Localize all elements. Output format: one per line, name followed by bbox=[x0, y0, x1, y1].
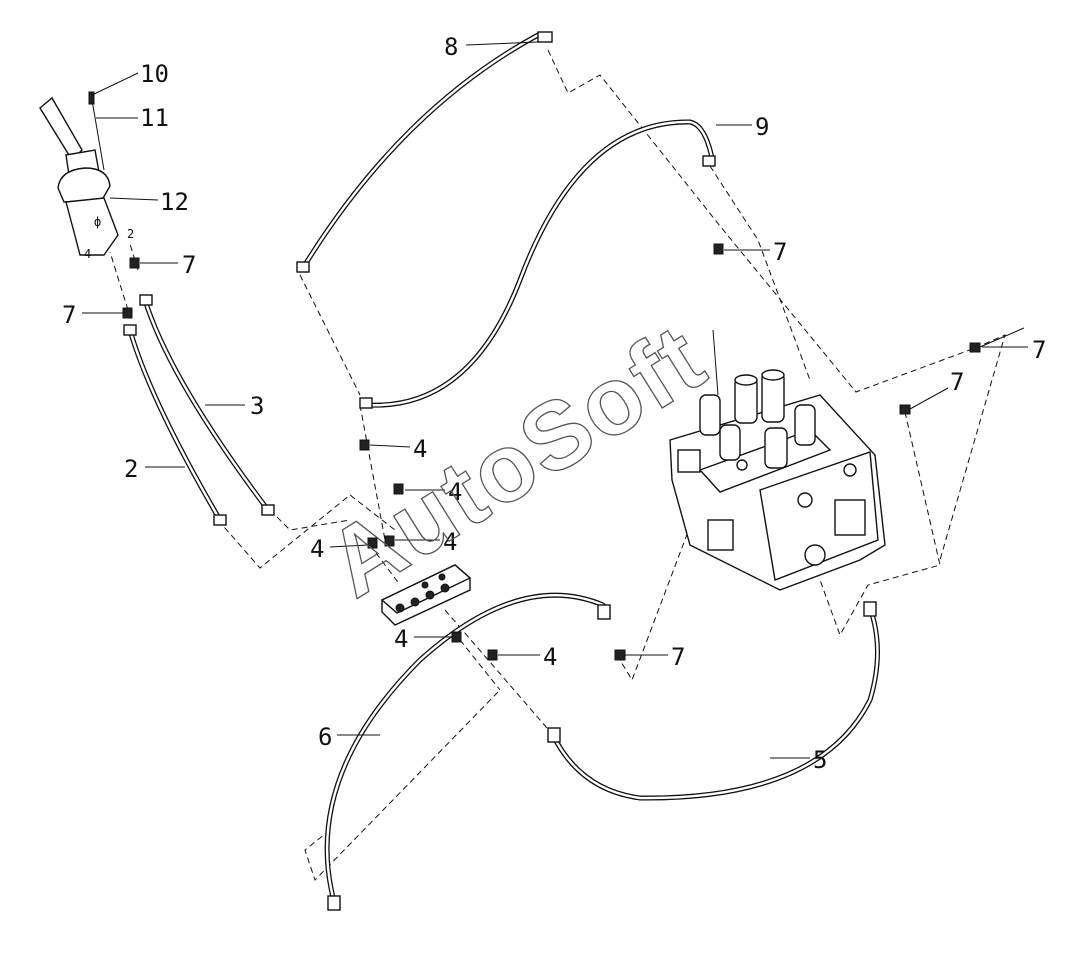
hose-2 bbox=[127, 327, 223, 523]
callout-8: 8 bbox=[444, 33, 458, 61]
callout-7-left: 7 bbox=[62, 301, 76, 329]
callout-3: 3 bbox=[250, 392, 264, 420]
leader-lines bbox=[82, 41, 1028, 759]
port-mark-4: 4 bbox=[84, 247, 91, 261]
callout-4-b: 4 bbox=[448, 478, 462, 506]
callout-4-e: 4 bbox=[394, 625, 408, 653]
hose-9 bbox=[365, 119, 715, 408]
callout-4-d: 4 bbox=[443, 528, 457, 556]
svg-text:ф: ф bbox=[94, 215, 101, 229]
joystick-assembly: ф bbox=[39, 91, 119, 256]
hose-end-fittings bbox=[123, 31, 877, 911]
callout-7-joystick: 7 bbox=[182, 251, 196, 279]
hose-8 bbox=[300, 32, 541, 271]
callout-10: 10 bbox=[140, 60, 169, 88]
hose-6 bbox=[324, 592, 606, 908]
callout-11: 11 bbox=[140, 104, 169, 132]
callout-4-c: 4 bbox=[310, 535, 324, 563]
routing-lines bbox=[109, 49, 1006, 881]
callout-7-valve: 7 bbox=[950, 368, 964, 396]
callout-6: 6 bbox=[318, 723, 332, 751]
hose-3 bbox=[142, 297, 271, 513]
control-valve bbox=[669, 329, 886, 591]
hose-5 bbox=[550, 605, 880, 801]
callout-4-f: 4 bbox=[543, 643, 557, 671]
watermark: AutoSoft bbox=[309, 304, 723, 618]
callout-9: 9 bbox=[755, 113, 769, 141]
callout-12: 12 bbox=[160, 188, 189, 216]
port-mark-2: 2 bbox=[127, 227, 134, 241]
fittings bbox=[122, 243, 981, 661]
callout-7-upper: 7 bbox=[773, 238, 787, 266]
callout-2: 2 bbox=[124, 455, 138, 483]
callout-7-lower: 7 bbox=[671, 643, 685, 671]
callout-5: 5 bbox=[813, 746, 827, 774]
callout-labels: 10 11 12 7 7 3 2 8 9 7 7 7 4 4 4 4 4 4 7… bbox=[62, 33, 1046, 774]
callout-4-a: 4 bbox=[413, 435, 427, 463]
callout-7-right: 7 bbox=[1032, 336, 1046, 364]
manifold-block bbox=[380, 564, 472, 626]
